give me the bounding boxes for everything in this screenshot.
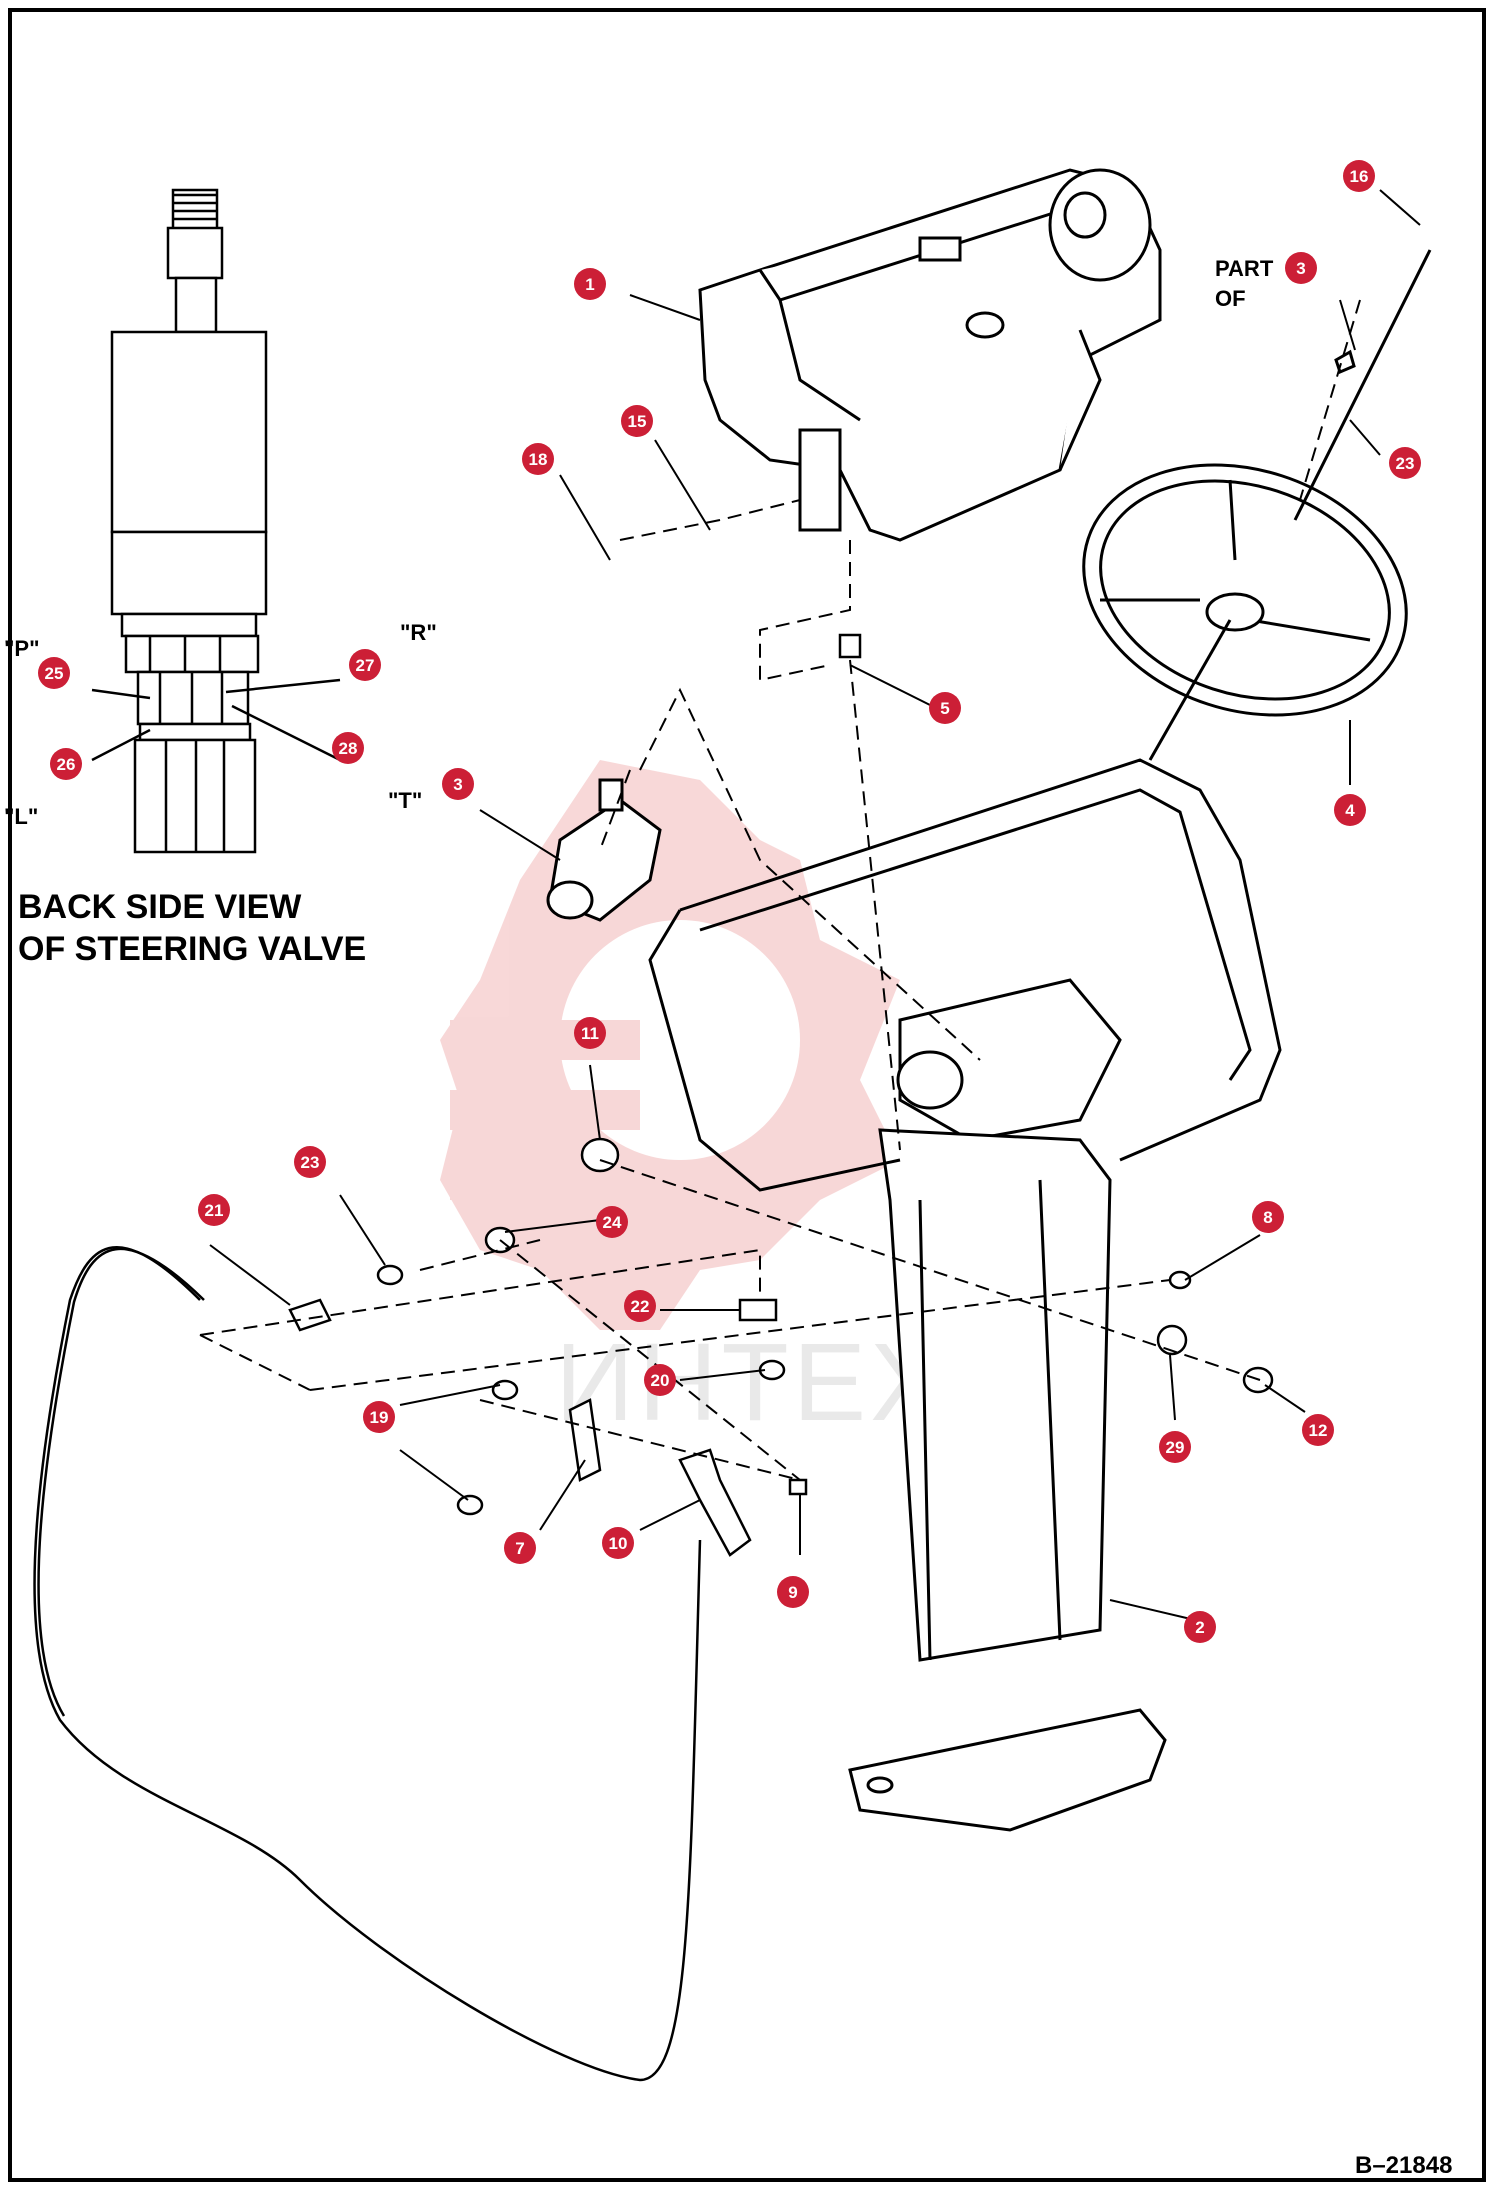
svg-text:3: 3 bbox=[1296, 259, 1305, 278]
svg-text:1: 1 bbox=[585, 275, 594, 294]
dash-console bbox=[698, 168, 1162, 542]
callout-4: 4 bbox=[1334, 794, 1366, 826]
svg-text:20: 20 bbox=[651, 1371, 670, 1390]
callout-5: 5 bbox=[929, 692, 961, 724]
callout-7: 7 bbox=[504, 1532, 536, 1564]
part-of-label-line-1: PART bbox=[1215, 256, 1274, 281]
svg-text:7: 7 bbox=[515, 1539, 524, 1558]
callout-3-valve-t: 3 bbox=[442, 768, 474, 800]
svg-text:15: 15 bbox=[628, 412, 647, 431]
svg-text:11: 11 bbox=[581, 1024, 599, 1043]
callout-10: 10 bbox=[602, 1527, 634, 1559]
callout-1: 1 bbox=[574, 268, 606, 300]
watermark-text: ИНТЕХ bbox=[555, 1321, 947, 1444]
caption-line-2: OF STEERING VALVE bbox=[18, 930, 366, 968]
callouts: 1 2 3 3 4 5 7 8 9 10 11 12 15 16 18 19 2… bbox=[38, 160, 1421, 1643]
callout-20: 20 bbox=[644, 1364, 676, 1396]
callout-16: 16 bbox=[1343, 160, 1375, 192]
callout-18: 18 bbox=[522, 443, 554, 475]
callout-3-part-of: 3 bbox=[1285, 252, 1317, 284]
caption-line-1: BACK SIDE VIEW bbox=[18, 888, 302, 926]
figure-id: B–21848 bbox=[1355, 2152, 1452, 2179]
callout-23-bracket: 23 bbox=[294, 1146, 326, 1178]
svg-text:21: 21 bbox=[205, 1201, 224, 1220]
steering-pedestal bbox=[848, 978, 1167, 1832]
svg-text:28: 28 bbox=[339, 739, 358, 758]
steering-wheel bbox=[1082, 249, 1432, 761]
svg-text:29: 29 bbox=[1166, 1438, 1185, 1457]
svg-text:5: 5 bbox=[940, 699, 949, 718]
svg-text:2: 2 bbox=[1195, 1618, 1204, 1637]
leader-lines bbox=[209, 189, 1421, 1621]
callout-8: 8 bbox=[1252, 1201, 1284, 1233]
svg-text:4: 4 bbox=[1345, 801, 1355, 820]
svg-text:27: 27 bbox=[356, 656, 375, 675]
diagram-border bbox=[8, 8, 1486, 2182]
callout-11: 11 bbox=[574, 1017, 606, 1049]
svg-text:16: 16 bbox=[1350, 167, 1369, 186]
svg-text:25: 25 bbox=[45, 664, 64, 683]
svg-text:23: 23 bbox=[1396, 454, 1415, 473]
port-label-t: "T" bbox=[388, 788, 422, 813]
callout-27: 27 bbox=[349, 649, 381, 681]
callout-2: 2 bbox=[1184, 1611, 1216, 1643]
svg-text:19: 19 bbox=[370, 1408, 389, 1427]
svg-text:8: 8 bbox=[1263, 1208, 1272, 1227]
port-label-p: "P" bbox=[4, 636, 40, 661]
steering-valve-back-view bbox=[91, 188, 341, 854]
linkage-cable bbox=[33, 1245, 702, 2082]
callout-23-wheel: 23 bbox=[1389, 447, 1421, 479]
svg-text:10: 10 bbox=[609, 1534, 628, 1553]
callout-28: 28 bbox=[332, 732, 364, 764]
svg-text:3: 3 bbox=[453, 775, 462, 794]
port-label-r: "R" bbox=[400, 620, 437, 645]
callout-25: 25 bbox=[38, 657, 70, 689]
svg-text:24: 24 bbox=[603, 1213, 622, 1232]
svg-text:12: 12 bbox=[1309, 1421, 1328, 1440]
callout-15: 15 bbox=[621, 405, 653, 437]
svg-text:18: 18 bbox=[529, 450, 548, 469]
callout-9: 9 bbox=[777, 1576, 809, 1608]
callout-22: 22 bbox=[624, 1290, 656, 1322]
callout-21: 21 bbox=[198, 1194, 230, 1226]
svg-text:9: 9 bbox=[788, 1583, 797, 1602]
callout-12: 12 bbox=[1302, 1414, 1334, 1446]
small-hardware bbox=[288, 633, 1274, 1557]
callout-29: 29 bbox=[1159, 1431, 1191, 1463]
steering-component-3 bbox=[546, 778, 662, 922]
part-of-label-line-2: OF bbox=[1215, 286, 1246, 311]
callout-19: 19 bbox=[363, 1401, 395, 1433]
svg-text:22: 22 bbox=[631, 1297, 650, 1316]
port-label-l: "L" bbox=[4, 804, 38, 829]
svg-text:23: 23 bbox=[301, 1153, 320, 1172]
svg-text:26: 26 bbox=[57, 755, 76, 774]
callout-26: 26 bbox=[50, 748, 82, 780]
callout-24: 24 bbox=[596, 1206, 628, 1238]
grab-bar bbox=[648, 758, 1282, 1192]
